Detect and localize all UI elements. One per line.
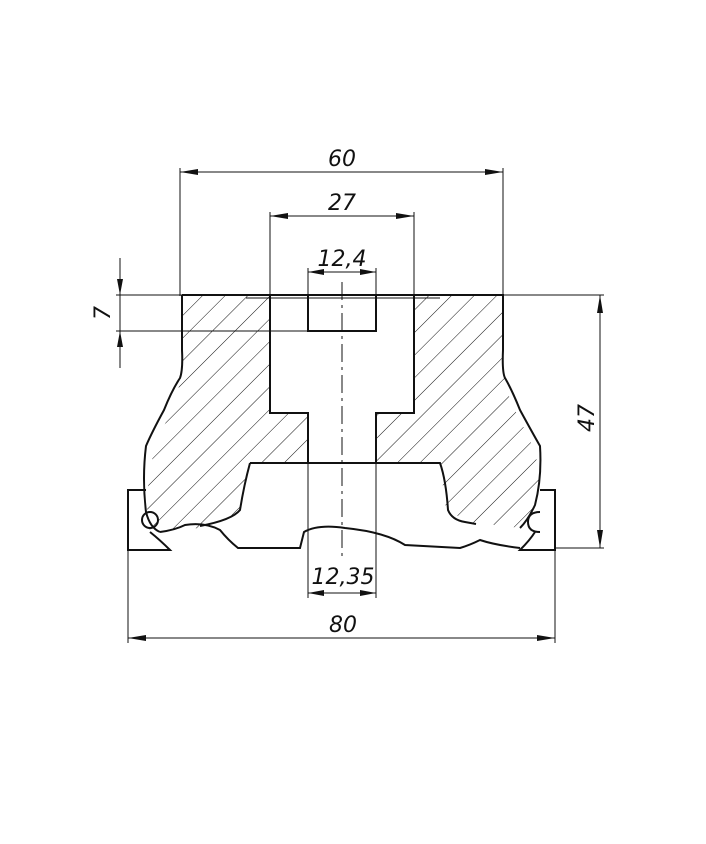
dimension-label-47: 47 (575, 404, 600, 432)
dimension-label-7: 7 (91, 306, 116, 320)
insert-right (517, 489, 556, 551)
insert-left (127, 489, 173, 551)
insert-screw-left (141, 511, 159, 529)
dimension-label-12-4: 12,4 (318, 247, 367, 272)
cutter-outer-profile (182, 294, 542, 529)
bottom-recess (250, 462, 477, 525)
cutter-bottom-profile (159, 523, 521, 550)
dimension-label-27: 27 (328, 191, 356, 216)
dimension-label-80: 80 (329, 613, 357, 638)
dimension-27: 27 (269, 191, 415, 296)
dimension-12-35: 12,35 (307, 463, 377, 598)
dimension-60: 60 (179, 147, 504, 296)
dimension-7: 7 (91, 258, 308, 368)
dimension-80: 80 (127, 550, 556, 643)
dimension-label-12-35: 12,35 (312, 565, 375, 590)
dimension-label-60: 60 (328, 147, 356, 172)
cutter-body-section (127, 282, 556, 560)
dimension-12-4: 12,4 (307, 247, 377, 296)
hatched-section-right (376, 295, 540, 528)
bottom-recess-left (199, 462, 251, 527)
insert-screw-right (526, 511, 541, 533)
dimension-47: 47 (503, 294, 604, 549)
hatched-section-left (146, 295, 308, 532)
